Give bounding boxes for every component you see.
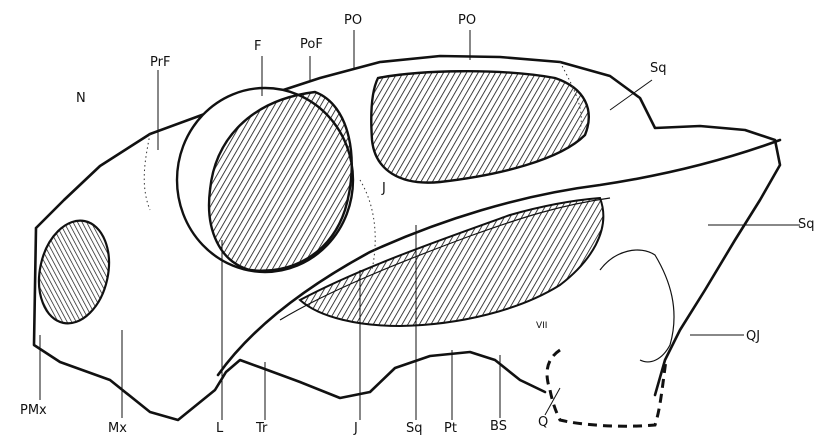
label-sq-right: Sq: [798, 217, 815, 232]
label-bs: BS: [490, 419, 507, 434]
label-sq-top: Sq: [650, 61, 667, 76]
label-prf: PrF: [150, 55, 170, 70]
label-pmx: PMx: [20, 403, 47, 418]
label-l: L: [216, 421, 224, 436]
label-q: Q: [538, 415, 548, 430]
label-n: N: [76, 91, 86, 106]
label-pt: Pt: [444, 421, 457, 436]
label-qj: QJ: [746, 329, 760, 344]
label-pof: PoF: [300, 37, 323, 52]
label-po-1: PO: [344, 13, 362, 28]
label-j-lower: J: [353, 421, 358, 436]
label-mx: Mx: [108, 421, 127, 436]
label-viii: VII: [536, 321, 547, 331]
label-j-upper: J: [381, 181, 386, 196]
label-f: F: [254, 39, 261, 54]
suture-frontal: [144, 134, 150, 210]
label-sq-lower: Sq: [406, 421, 423, 436]
label-po-2: PO: [458, 13, 476, 28]
label-tr: Tr: [255, 421, 268, 436]
nostril-opening: [30, 214, 118, 330]
quadratojugal: [600, 250, 674, 362]
upper-temporal-opening: [371, 71, 589, 182]
